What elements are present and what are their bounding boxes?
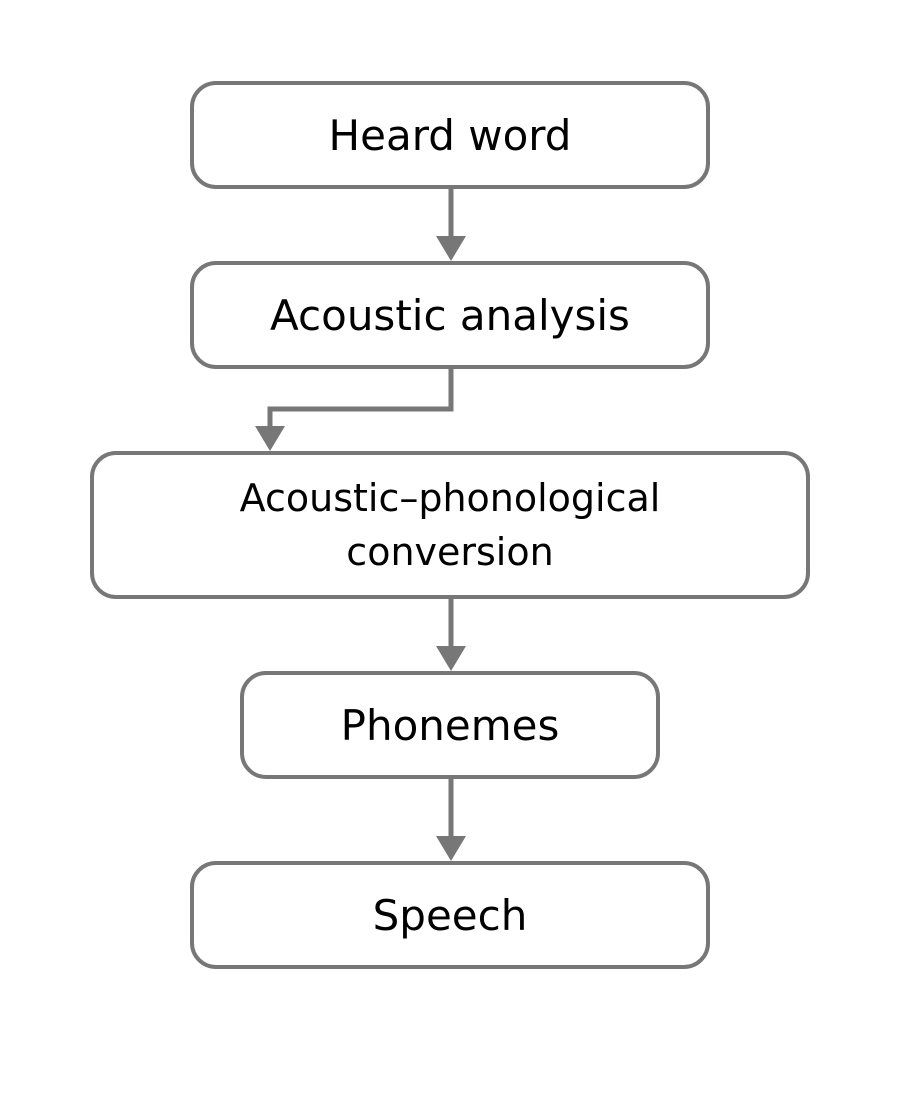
node-acoustic-phonological-conversion: Acoustic–phonological conversion [90, 451, 810, 599]
node-conversion-label-line-1: Acoustic–phonological [239, 476, 661, 520]
node-phonemes: Phonemes [240, 671, 660, 779]
node-conversion-label-line-2: conversion [346, 530, 554, 574]
arrow-heard-word-to-acoustic-analysis [436, 189, 466, 261]
node-acoustic-analysis-label: Acoustic analysis [270, 290, 630, 340]
node-speech: Speech [190, 861, 710, 969]
node-heard-word: Heard word [190, 81, 710, 189]
arrow-phonemes-to-speech [436, 779, 466, 861]
node-heard-word-label: Heard word [328, 110, 572, 160]
arrow-conversion-to-phonemes [436, 599, 466, 671]
arrow-acoustic-analysis-to-conversion [255, 369, 454, 451]
node-acoustic-analysis: Acoustic analysis [190, 261, 710, 369]
node-speech-label: Speech [372, 890, 528, 940]
node-phonemes-label: Phonemes [340, 700, 560, 750]
